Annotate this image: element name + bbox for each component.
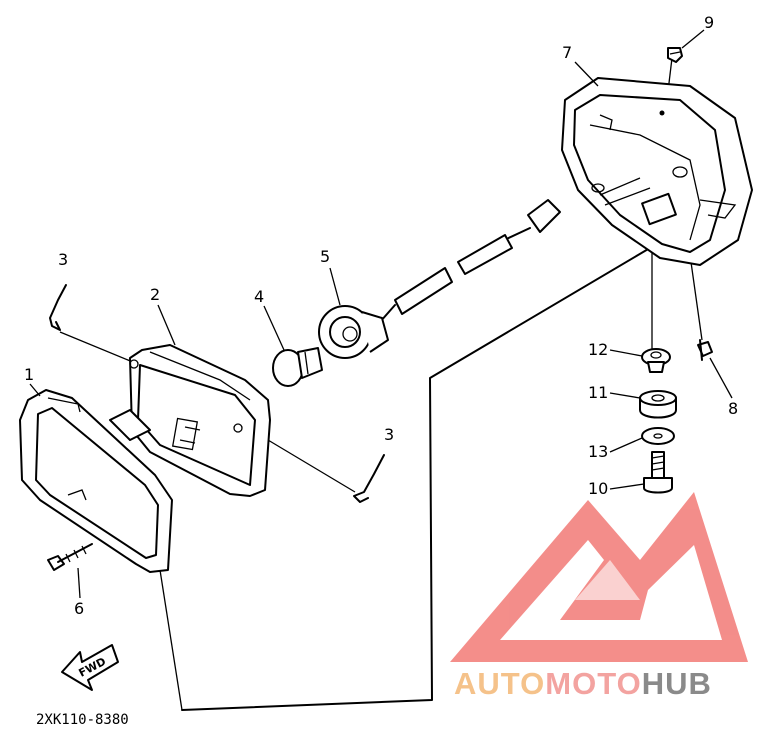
callout-9: 9: [704, 13, 714, 32]
part-3-clip-upper: [49, 284, 67, 331]
part-13-washer: [641, 427, 675, 445]
diagram-code: 2XK110-8380: [36, 712, 129, 728]
part-5-socket: [318, 305, 389, 359]
callout-3b: 3: [384, 425, 394, 444]
forward-direction-arrow: FWD: [61, 644, 119, 691]
callout-10: 10: [588, 479, 608, 498]
part-2-lens-unit: [109, 344, 271, 497]
part-3-clip-lower: [353, 454, 385, 503]
watermark-moto: MOTO: [545, 666, 641, 701]
callout-11: 11: [588, 383, 608, 402]
callout-2: 2: [150, 285, 160, 304]
callout-7: 7: [562, 43, 572, 62]
watermark-hub: HUB: [642, 666, 712, 701]
svg-text:AUTOMOTOHUB: AUTOMOTOHUB: [454, 666, 712, 701]
callout-8: 8: [728, 399, 738, 418]
part-10-bolt: [643, 451, 673, 494]
callout-1: 1: [24, 365, 34, 384]
callout-3a: 3: [58, 250, 68, 269]
part-1-bezel: [19, 389, 173, 573]
callout-5: 5: [320, 247, 330, 266]
part-9-screw: [667, 47, 683, 63]
callout-4: 4: [254, 287, 264, 306]
callout-labels: 1 2 3 3 4 5 6 7 8 9 10 11 12 13: [24, 13, 738, 618]
part-6-screw: [47, 543, 93, 571]
part-7-housing: [561, 77, 753, 266]
callout-12: 12: [588, 340, 608, 359]
part-wire-harness: [379, 199, 561, 323]
watermark-logo: [450, 492, 748, 662]
callout-6: 6: [74, 599, 84, 618]
part-11-grommet: [639, 390, 677, 419]
part-8-screw: [697, 339, 713, 361]
part-12-collar: [641, 348, 671, 373]
callout-13: 13: [588, 442, 608, 461]
watermark-text: AUTOMOTOHUB: [454, 666, 712, 701]
watermark-auto: AUTO: [454, 666, 545, 701]
part-4-bulb: [272, 347, 323, 387]
